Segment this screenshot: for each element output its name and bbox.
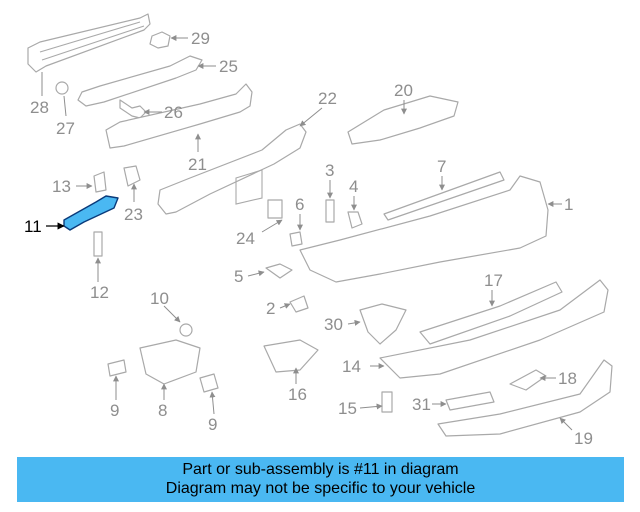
part-20-bracket: [347, 95, 459, 145]
part-27-nut: [55, 81, 69, 95]
part-18-cover: [509, 369, 547, 391]
part-8-sensor-bracket: [139, 339, 201, 385]
part-25-beam: [77, 55, 203, 107]
callout-8[interactable]: 8: [158, 401, 167, 420]
callout-7[interactable]: 7: [437, 157, 446, 176]
part-31-molding: [445, 391, 495, 411]
callout-22[interactable]: 22: [318, 89, 337, 108]
part-15-bolt: [381, 391, 393, 413]
part-26-bolt: [119, 99, 147, 119]
banner-line-1: Part or sub-assembly is #11 in diagram: [182, 461, 459, 478]
part-4-clip: [347, 211, 363, 229]
part-10-nut: [179, 323, 193, 337]
part-28-panel: [27, 13, 151, 73]
callout-16[interactable]: 16: [288, 385, 307, 404]
parts-diagram: 29 25 28 27 26 20 22 21 13 23 3 4 7 1 11…: [24, 13, 613, 448]
banner-line-2: Diagram may not be specific to your vehi…: [165, 480, 476, 497]
callout-24[interactable]: 24: [236, 229, 255, 248]
callout-20[interactable]: 20: [394, 81, 413, 100]
callout-14[interactable]: 14: [342, 357, 361, 376]
callout-30[interactable]: 30: [324, 315, 343, 334]
callout-1[interactable]: 1: [564, 195, 573, 214]
callout-29[interactable]: 29: [191, 29, 210, 48]
callout-11[interactable]: 11: [24, 217, 42, 236]
callout-31[interactable]: 31: [412, 395, 431, 414]
callout-12[interactable]: 12: [90, 283, 109, 302]
part-13-bolt: [93, 171, 107, 193]
part-6-bracket: [267, 199, 283, 219]
callout-3[interactable]: 3: [325, 161, 334, 180]
callout-5[interactable]: 5: [234, 267, 243, 286]
callout-18[interactable]: 18: [558, 369, 577, 388]
callout-10[interactable]: 10: [150, 289, 169, 308]
callout-6[interactable]: 6: [295, 195, 304, 214]
callout-9-right[interactable]: 9: [208, 415, 217, 434]
part-2-clip: [289, 295, 309, 313]
part-7-strip: [383, 171, 505, 221]
leader-lines: [41, 35, 573, 431]
part-16-bracket: [263, 339, 319, 373]
callout-13[interactable]: 13: [52, 177, 71, 196]
part-23-bolt: [123, 165, 141, 187]
part-14-lower-cover: [379, 279, 609, 379]
part-19-skid-plate: [437, 359, 613, 437]
callout-4[interactable]: 4: [349, 177, 358, 196]
part-21-reinforcement: [105, 83, 253, 149]
part-22-bumper-beam: [157, 123, 307, 215]
callout-27[interactable]: 27: [56, 119, 75, 138]
part-12-bolt: [93, 231, 103, 257]
callout-26[interactable]: 26: [164, 103, 183, 122]
part-3-bolt: [325, 199, 335, 223]
part-1-bumper-cover: [299, 175, 549, 283]
callout-25[interactable]: 25: [219, 57, 238, 76]
callout-9-left[interactable]: 9: [110, 401, 119, 420]
part-9a-bolt: [107, 359, 127, 377]
part-24-clip: [289, 231, 303, 247]
part-29-clip: [149, 31, 171, 49]
callout-19[interactable]: 19: [574, 429, 593, 448]
callout-28[interactable]: 28: [30, 98, 49, 117]
callout-23[interactable]: 23: [124, 205, 143, 224]
callout-2[interactable]: 2: [266, 299, 275, 318]
part-9b-bolt: [199, 373, 219, 393]
callout-labels: 29 25 28 27 26 20 22 21 13 23 3 4 7 1 11…: [24, 29, 593, 448]
info-banner: Part or sub-assembly is #11 in diagram D…: [17, 457, 624, 502]
callout-21[interactable]: 21: [188, 155, 207, 174]
part-5-bolt: [265, 263, 293, 279]
callout-17[interactable]: 17: [484, 271, 503, 290]
callout-15[interactable]: 15: [338, 399, 357, 418]
part-17-molding: [419, 281, 563, 345]
part-30-bracket: [359, 303, 407, 345]
part-11-highlighted: [63, 195, 119, 231]
